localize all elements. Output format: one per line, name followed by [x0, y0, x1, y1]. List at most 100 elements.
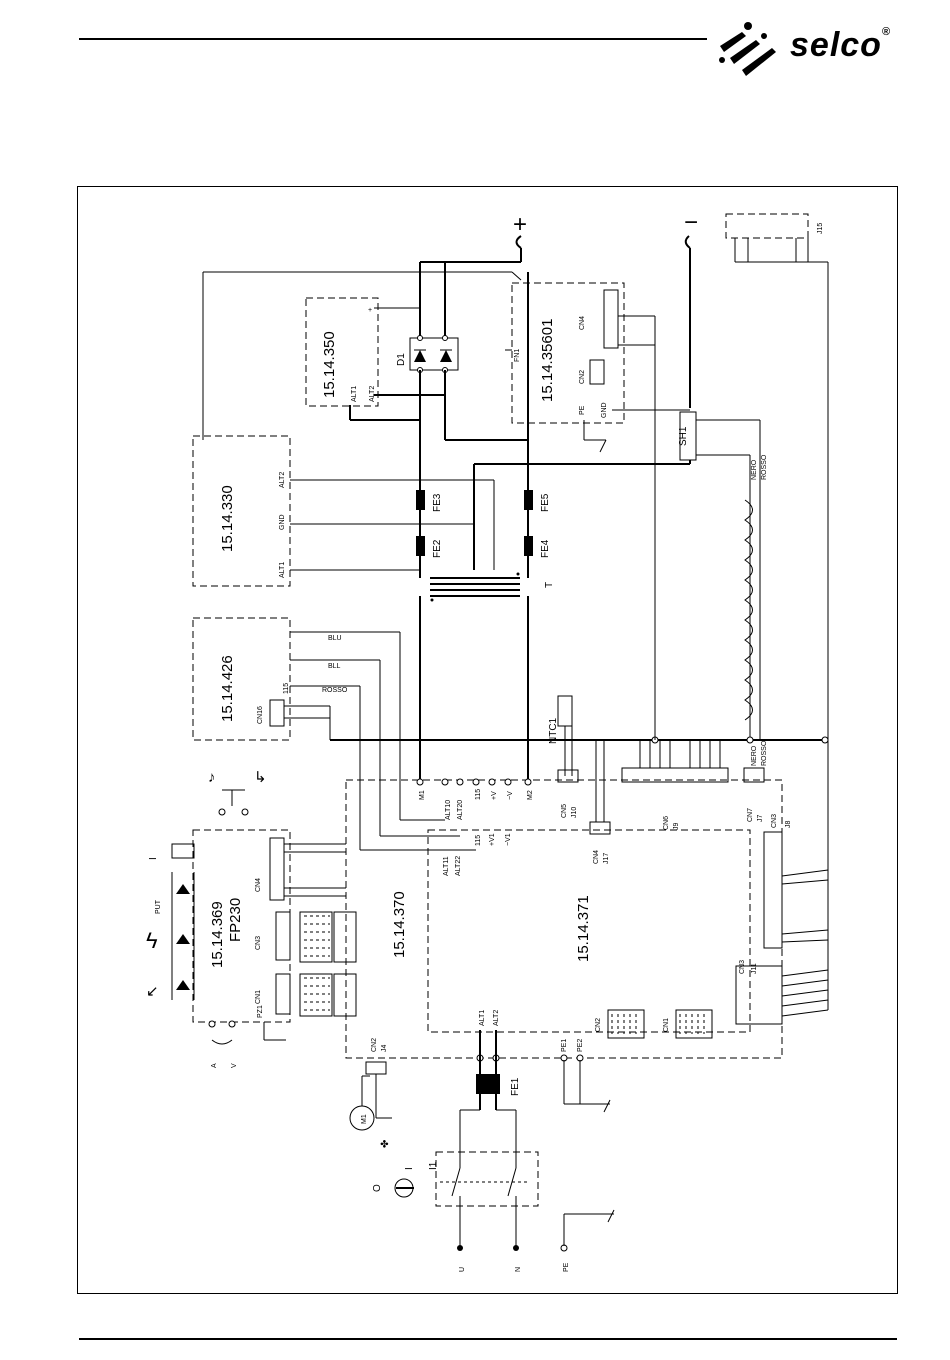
svg-text:J7: J7: [757, 815, 764, 823]
svg-text:ALT1: ALT1: [351, 386, 358, 402]
svg-text:J17: J17: [603, 853, 610, 864]
svg-text:✤: ✤: [380, 1140, 391, 1148]
svg-text:FE4: FE4: [540, 539, 551, 558]
svg-text:NERO: NERO: [751, 745, 758, 766]
svg-text:CN4: CN4: [579, 316, 586, 330]
svg-text:CN1: CN1: [255, 990, 262, 1004]
footer-rule: [79, 1338, 897, 1340]
board-15-14-330: 15.14.330 ALT1 GND ALT2: [192, 435, 494, 587]
svg-text:PE: PE: [563, 1262, 570, 1272]
svg-text:V: V: [231, 1063, 238, 1068]
svg-text:J15: J15: [817, 223, 824, 234]
connector-cn7-j7: CN7 J7 NERO ROSSO: [743, 740, 768, 823]
svg-text:J10: J10: [571, 807, 578, 818]
main-switch-i1: I1: [428, 1151, 539, 1250]
ribbon-cables: [299, 911, 357, 1017]
svg-text:BLL: BLL: [328, 663, 341, 670]
svg-text:15.14.370: 15.14.370: [391, 891, 408, 958]
svg-text:PE: PE: [579, 405, 586, 415]
connector-cn3-j8: CN3 J8: [763, 814, 829, 949]
connector-cn2-j4: CN2 J4: [365, 1038, 388, 1075]
svg-text:−V1: −V1: [505, 833, 512, 846]
svg-text:CN2: CN2: [579, 370, 586, 384]
svg-text:CN3: CN3: [255, 936, 262, 950]
svg-text:U: U: [459, 1267, 466, 1272]
svg-text:A: A: [211, 1063, 218, 1068]
svg-text:J8: J8: [785, 821, 792, 829]
connector-cn5-j10: CN5 J10: [557, 769, 579, 818]
selco-logo-icon: [719, 22, 776, 76]
board-15-14-350: 15.14.350 ALT1 ALT2 +: [305, 297, 420, 407]
connector-cn6-j9: CN6 J9: [621, 740, 729, 830]
svg-text:+: +: [513, 211, 527, 238]
svg-text:ALT2: ALT2: [279, 472, 286, 488]
svg-text:ROSSO: ROSSO: [761, 740, 768, 766]
mains-terminals: U N PE: [457, 1209, 615, 1272]
ground-pe1-pe2: PE1 PE2: [560, 1039, 611, 1113]
svg-text:PUT: PUT: [155, 899, 162, 914]
svg-text:ALT2: ALT2: [369, 386, 376, 402]
svg-text:ALT22: ALT22: [455, 856, 462, 876]
svg-text:CN1: CN1: [663, 1018, 670, 1032]
sensor-ntc1: NTC1: [548, 695, 573, 776]
svg-text:NERO: NERO: [751, 459, 758, 480]
svg-text:−V: −V: [507, 791, 514, 800]
svg-text:D1: D1: [396, 353, 407, 366]
svg-text:T: T: [544, 582, 555, 588]
board-15-14-369: 15.14.369 FP230 PZ1 CN4 CN3 CN1: [192, 829, 346, 1041]
svg-text:ALT10: ALT10: [445, 800, 452, 820]
board-15-14-35601: 15.14.35601 FN1 CN2 CN4 PE GND: [505, 282, 690, 453]
svg-text:N: N: [515, 1267, 522, 1272]
svg-text:M1: M1: [361, 1114, 368, 1124]
filter-fe1: FE1: [476, 1074, 521, 1096]
svg-text:FE5: FE5: [540, 493, 551, 512]
svg-text:+: +: [368, 307, 372, 314]
svg-text:GND: GND: [279, 514, 286, 530]
front-panel-leds: I PUT ϟ ↙: [146, 843, 195, 1000]
switch-knob-icon: O I: [372, 1167, 415, 1198]
svg-text:15.14.426: 15.14.426: [219, 655, 236, 722]
svg-text:CN5: CN5: [561, 804, 568, 818]
svg-text:15.14.35601: 15.14.35601: [539, 319, 556, 402]
svg-text:−: −: [684, 209, 698, 236]
svg-text:CN4: CN4: [255, 878, 262, 892]
fan-motor-m1: M1 ✤: [349, 1074, 392, 1148]
header-cn2: CN2: [595, 1009, 645, 1039]
svg-text:FE3: FE3: [432, 493, 443, 512]
svg-text:CN3: CN3: [739, 960, 746, 974]
board-15-14-370: 15.14.370: [345, 779, 783, 1059]
svg-text:I: I: [148, 857, 159, 860]
connector-cn3-j11: CN3 J11: [735, 960, 829, 1025]
svg-text:PE1: PE1: [561, 1039, 568, 1052]
svg-text:ROSSO: ROSSO: [761, 454, 768, 480]
svg-text:15.14.369: 15.14.369: [209, 901, 226, 968]
svg-text:M1: M1: [419, 790, 426, 800]
svg-text:ROSSO: ROSSO: [322, 687, 348, 694]
positive-terminal: +: [513, 211, 527, 262]
svg-text:CN16: CN16: [257, 706, 264, 724]
svg-text:CN7: CN7: [747, 808, 754, 822]
header-rule: [79, 38, 707, 40]
shunt-sh1: SH1: [678, 411, 697, 464]
svg-text:15.14.350: 15.14.350: [321, 331, 338, 398]
board-370-pins: M1 ALT10 ALT20 115 +V −V M2 ALT11 ALT22 …: [416, 778, 534, 876]
svg-text:BLU: BLU: [328, 635, 342, 642]
svg-text:J4: J4: [381, 1045, 388, 1053]
svg-text:I1: I1: [428, 1161, 439, 1170]
svg-text:115: 115: [475, 835, 482, 846]
twisted-pair: [744, 499, 753, 721]
svg-text:+V1: +V1: [489, 833, 496, 846]
svg-text:CN2: CN2: [371, 1038, 378, 1052]
svg-text:FE2: FE2: [432, 539, 443, 558]
board-370-mains-pins: ALT1 ALT2: [476, 1010, 500, 1110]
negative-terminal: −: [684, 209, 698, 408]
svg-text:PE2: PE2: [577, 1039, 584, 1052]
svg-text:FP230: FP230: [227, 898, 244, 942]
svg-text:GND: GND: [601, 402, 608, 418]
svg-text:ALT20: ALT20: [457, 800, 464, 820]
torch-trigger-icon: ♪ ↳: [208, 769, 267, 816]
svg-text:15.14.330: 15.14.330: [219, 485, 236, 552]
svg-text:CN2: CN2: [595, 1018, 602, 1032]
header-cn1: CN1: [663, 1009, 713, 1039]
